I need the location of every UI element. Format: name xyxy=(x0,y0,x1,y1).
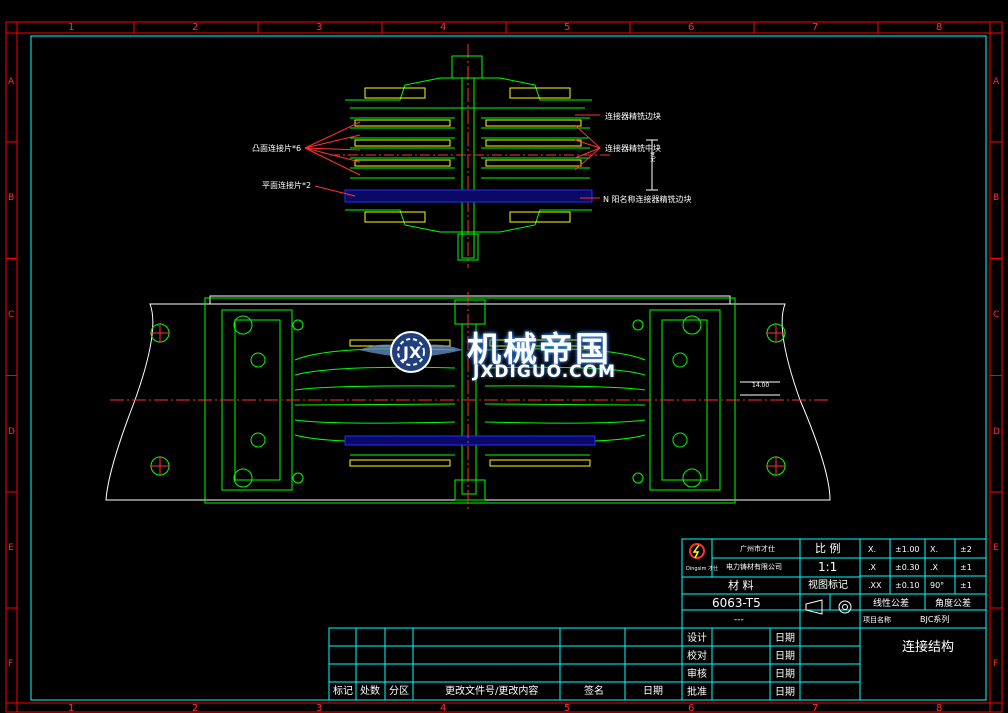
company-name-line2: 电力铸材有限公司 xyxy=(726,562,782,571)
grid-col-bottom-3: 3 xyxy=(316,703,322,713)
grid-row-right-B: B xyxy=(993,193,999,203)
callout-convex-plates: 凸面连接片*6 xyxy=(252,143,301,153)
grid-col-top-8: 8 xyxy=(936,22,942,33)
grid-col-top-2: 2 xyxy=(192,22,198,33)
tolerance-cell: ±0.10 xyxy=(895,581,920,590)
grid-row-left-D: D xyxy=(8,427,15,437)
leader-lines xyxy=(304,114,601,199)
grid-col-bottom-1: 1 xyxy=(68,703,74,713)
tolerance-cell: X. xyxy=(930,545,938,554)
dimension-v-label: H/4 xyxy=(650,151,657,162)
company-name-line1: 广州市才仕 xyxy=(740,544,775,553)
callout-edge-block-top: 连接器精铣边块 xyxy=(605,111,661,121)
scale-label: 比 例 xyxy=(815,541,841,555)
grid-row-left-C: C xyxy=(8,310,14,320)
role-date-label: 日期 xyxy=(775,668,795,680)
role-3: 批准 xyxy=(687,685,707,698)
grid-row-right-A: A xyxy=(993,77,1000,87)
callout-flat-plates: 平面连接片*2 xyxy=(262,180,311,190)
revision-headers: 标记处数分区 更改文件号/更改内容 签名 日期 xyxy=(333,684,663,697)
grid-row-left-F: F xyxy=(8,659,13,669)
projection-symbol xyxy=(805,599,852,615)
approval-roles: 设计日期校对日期审核日期批准日期 xyxy=(687,631,795,698)
role-2: 审核 xyxy=(687,667,707,680)
revision-header: 标记 xyxy=(333,685,353,697)
tolerance-cell: ±0.30 xyxy=(895,563,920,572)
role-0: 设计 xyxy=(687,631,707,644)
grid-col-bottom-7: 7 xyxy=(812,703,818,713)
revision-header: 日期 xyxy=(643,685,663,697)
grid-row-right-E: E xyxy=(993,543,999,553)
revision-header: 处数 xyxy=(360,684,380,697)
role-date-label: 日期 xyxy=(775,650,795,662)
watermark: JX 机械帝国 JXDIGUO.COM xyxy=(355,322,655,386)
company-logo: Dingsim 才仕 xyxy=(686,543,718,572)
tolerance-cell: ±1 xyxy=(960,581,972,590)
convex-plates xyxy=(350,117,590,179)
grid-row-left-A: A xyxy=(8,77,15,87)
grid-col-top-6: 6 xyxy=(688,22,694,33)
drawing-name: 连接结构 xyxy=(902,639,954,655)
grid-col-bottom-4: 4 xyxy=(440,703,446,713)
tolerance-cell: ±1 xyxy=(960,563,972,572)
grid-row-right-F: F xyxy=(993,659,998,669)
outer-frame xyxy=(5,21,1003,713)
dimension-v xyxy=(646,139,658,191)
grid-column-markers: 1 1 2 2 3 3 4 4 5 5 6 6 7 7 8 8 xyxy=(68,22,942,713)
scale-value: 1:1 xyxy=(818,560,837,574)
callout-middle-block: 连接器精铣中块 xyxy=(605,143,661,153)
tolerance-cell: ±1.00 xyxy=(895,545,920,554)
grid-row-right-D: D xyxy=(993,427,1000,437)
grid-col-top-1: 1 xyxy=(68,22,74,33)
drawing-mark-label: 视图标记 xyxy=(808,578,848,591)
grid-row-markers: A A B B C C D D E E F F xyxy=(6,77,1002,669)
linear-tolerance-label: 线性公差 xyxy=(873,597,909,609)
callout-edge-block-bottom: N 阳名称连接器精铣边块 xyxy=(603,194,692,204)
role-date-label: 日期 xyxy=(775,686,795,698)
title-block xyxy=(328,538,987,701)
watermark-domain: JXDIGUO.COM xyxy=(473,362,617,382)
grid-col-top-4: 4 xyxy=(440,22,446,33)
grid-col-top-7: 7 xyxy=(812,22,818,33)
tolerance-cell: 90° xyxy=(930,581,944,590)
material-label: 材 料 xyxy=(728,578,754,592)
project-value: BJC系列 xyxy=(920,614,949,624)
role-date-label: 日期 xyxy=(775,632,795,644)
tolerance-cell: X. xyxy=(868,545,876,554)
grid-row-right-C: C xyxy=(993,310,999,320)
top-section-view xyxy=(330,44,610,268)
grid-row-left-B: B xyxy=(8,193,14,203)
revision-header: 签名 xyxy=(584,684,604,697)
svg-text:JX: JX xyxy=(402,343,422,362)
role-1: 校对 xyxy=(687,649,707,662)
grid-col-bottom-6: 6 xyxy=(688,703,694,713)
watermark-title: 机械帝国 xyxy=(467,330,611,370)
grid-col-top-5: 5 xyxy=(564,22,570,33)
watermark-emblem: JX xyxy=(359,331,463,373)
material-sub: --- xyxy=(734,615,744,625)
tolerance-cell: ±2 xyxy=(960,545,972,554)
dimension-h-label: 14.00 xyxy=(752,382,769,389)
revision-header: 更改文件号/更改内容 xyxy=(445,684,538,697)
grid-row-left-E: E xyxy=(8,543,14,553)
grid-col-bottom-5: 5 xyxy=(564,703,570,713)
grid-col-bottom-2: 2 xyxy=(192,703,198,713)
grid-col-bottom-8: 8 xyxy=(936,703,942,713)
grid-col-top-3: 3 xyxy=(316,22,322,33)
flat-plate xyxy=(344,189,593,203)
tolerance-cell: .X xyxy=(930,563,939,572)
project-label: 项目名称 xyxy=(863,615,891,624)
tolerance-cell: .XX xyxy=(868,581,882,590)
logo-text: Dingsim 才仕 xyxy=(686,565,718,572)
material-value: 6063-T5 xyxy=(712,596,761,610)
angle-tolerance-label: 角度公差 xyxy=(935,597,971,609)
revision-header: 分区 xyxy=(389,685,409,697)
tolerance-table: X. ±1.00 X. ±2 .X ±0.30 .X ±1 .XX ±0.10 90° ±1 xyxy=(868,545,972,590)
tolerance-cell: .X xyxy=(868,563,877,572)
